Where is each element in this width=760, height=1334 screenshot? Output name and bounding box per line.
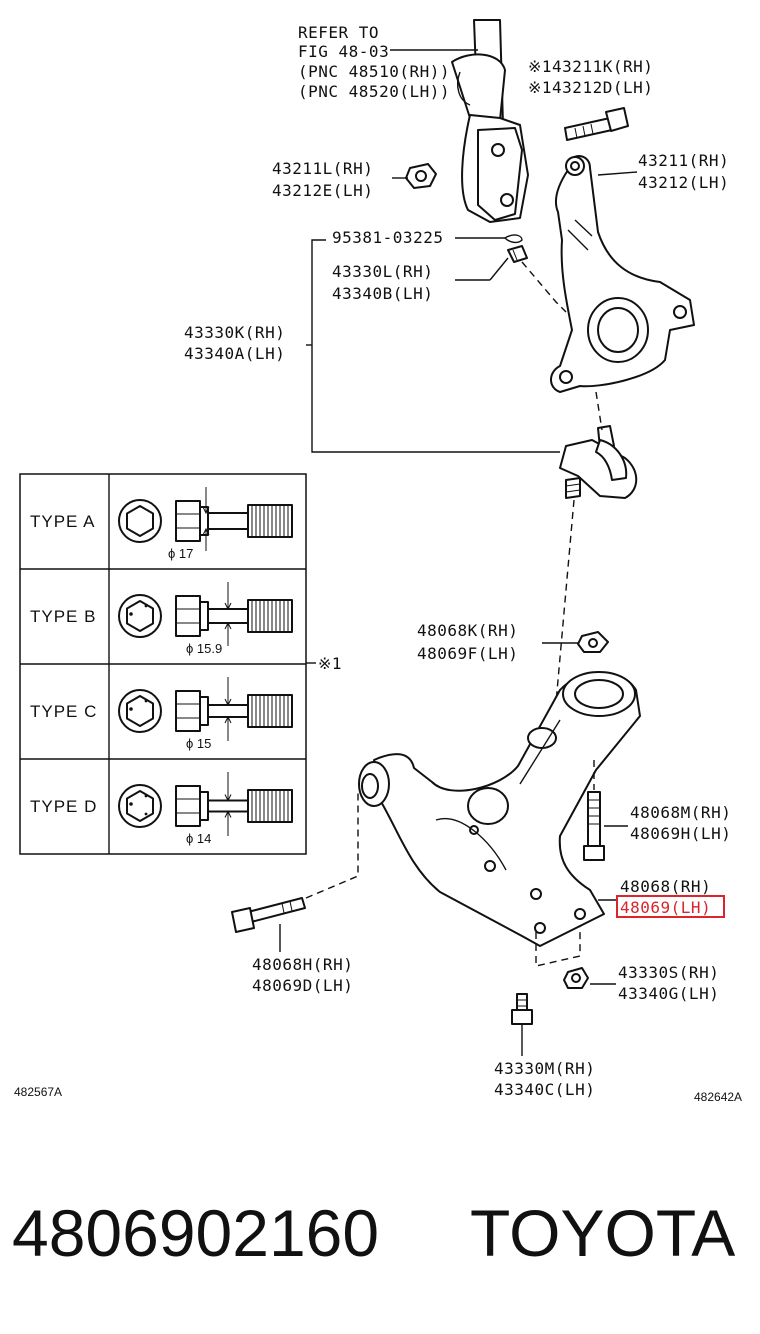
label-43330l: 43330L(RH) <box>332 262 433 281</box>
refer-fig-label: FIG 48-03 <box>298 42 389 61</box>
note-1: ※1 <box>318 654 342 673</box>
label-43340c: 43340C(LH) <box>494 1080 595 1099</box>
label-48069d: 48069D(LH) <box>252 976 353 995</box>
nut-43330s <box>563 967 589 989</box>
label-43212: 43212(LH) <box>638 173 729 192</box>
label-48069h: 48069H(LH) <box>630 824 731 843</box>
bolt-type-label: TYPE A <box>30 512 96 531</box>
bolt-diameter-label: ϕ 14 <box>186 831 211 846</box>
lower-control-arm <box>358 671 641 947</box>
label-43330m: 43330M(RH) <box>494 1059 595 1078</box>
label-43212d: ※143212D(LH) <box>528 78 653 97</box>
highlight-box <box>616 895 725 918</box>
label-48069-highlighted: 48069(LH) <box>620 898 711 917</box>
refer-pnc-lh-label: (PNC 48520(LH)) <box>298 82 450 101</box>
bolt-48068m <box>583 791 605 861</box>
label-43340a: 43340A(LH) <box>184 344 285 363</box>
bolt-head <box>175 595 201 637</box>
label-43340b: 43340B(LH) <box>332 284 433 303</box>
bolt-43330m <box>511 993 533 1025</box>
strut-assembly <box>451 19 529 223</box>
label-43212e: 43212E(LH) <box>272 181 373 200</box>
ball-joint <box>559 425 638 499</box>
bolt-head <box>175 690 201 732</box>
label-43211l: 43211L(RH) <box>272 159 373 178</box>
bolt-head <box>175 785 201 827</box>
strut-bolt-43211k <box>564 107 629 141</box>
figure-id-right: 482642A <box>694 1090 742 1104</box>
bolt-type-label: TYPE C <box>30 702 97 721</box>
label-95381: 95381-03225 <box>332 228 443 247</box>
figure-id-left: 482567A <box>14 1085 62 1099</box>
bolt-type-row: TYPE D ϕ 14 <box>30 772 293 846</box>
bolt-type-label: TYPE D <box>30 797 97 816</box>
label-43211: 43211(RH) <box>638 151 729 170</box>
bolt-type-row: TYPE C ϕ 15 <box>30 677 293 751</box>
label-48068k: 48068K(RH) <box>417 621 518 640</box>
bolt-48068h <box>231 897 306 933</box>
bolt-diameter-label: ϕ 15 <box>186 736 211 751</box>
label-43340g: 43340G(LH) <box>618 984 719 1003</box>
bolt-type-label: TYPE B <box>30 607 96 626</box>
bolt-diameter-label: ϕ 15.9 <box>186 641 222 656</box>
label-48068h: 48068H(RH) <box>252 955 353 974</box>
label-43330s: 43330S(RH) <box>618 963 719 982</box>
steering-knuckle <box>550 155 695 393</box>
label-43211k: ※143211K(RH) <box>528 57 653 76</box>
footer-part-number: 4806902160 <box>12 1196 379 1270</box>
label-43330k: 43330K(RH) <box>184 323 285 342</box>
bolt-diameter-label: ϕ 17 <box>168 546 193 561</box>
refer-pnc-rh-label: (PNC 48510(RH)) <box>298 62 450 81</box>
label-48069f: 48069F(LH) <box>417 644 518 663</box>
bolt-head <box>175 500 201 542</box>
label-48068m: 48068M(RH) <box>630 803 731 822</box>
bolt-type-row: TYPE A ϕ 17 <box>30 487 293 561</box>
nut-43211l <box>405 163 437 189</box>
refer-to-label: REFER TO <box>298 23 379 42</box>
nut-48068k <box>577 631 609 653</box>
castle-nut-43330l <box>507 245 528 263</box>
label-48068: 48068(RH) <box>620 877 711 896</box>
footer-brand: TOYOTA <box>470 1196 735 1270</box>
bolt-type-row: TYPE B ϕ 15.9 <box>30 582 293 656</box>
